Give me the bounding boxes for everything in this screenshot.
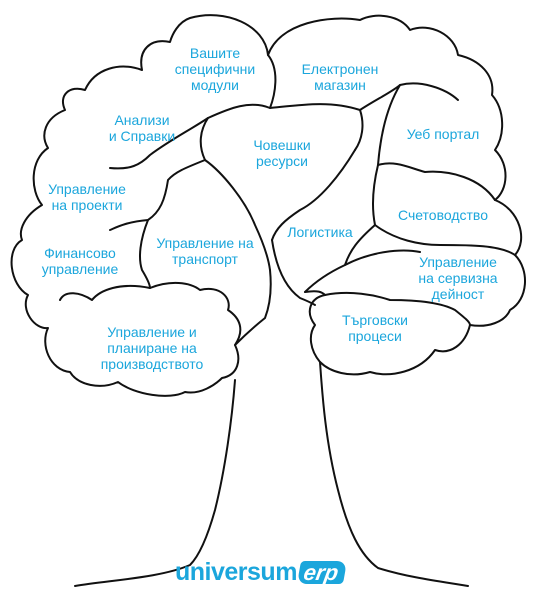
divider bbox=[374, 224, 516, 256]
divider bbox=[109, 117, 209, 170]
trunk-left bbox=[74, 269, 272, 587]
module-eshop: Електронен магазин bbox=[301, 61, 379, 93]
module-trade: Търговски процеси bbox=[342, 312, 408, 344]
divider bbox=[139, 219, 151, 289]
logo-erp-badge: erp bbox=[296, 560, 348, 585]
module-projects: Управление на проекти bbox=[48, 181, 126, 213]
module-hr: Човешки ресурси bbox=[253, 137, 311, 169]
divider bbox=[267, 54, 364, 151]
module-logistics: Логистика bbox=[287, 224, 353, 240]
universum-erp-logo: universum erp bbox=[175, 557, 348, 586]
divider bbox=[204, 159, 271, 271]
module-custom: Вашите специфични модули bbox=[174, 45, 256, 93]
divider bbox=[344, 249, 421, 266]
divider bbox=[372, 84, 401, 226]
divider bbox=[377, 162, 496, 201]
trunk-right bbox=[271, 239, 469, 587]
module-service: Управление на сервизна дейност bbox=[418, 254, 498, 302]
module-accounting: Счетоводство bbox=[397, 207, 488, 223]
module-production: Управление и планиране на производството bbox=[100, 324, 204, 372]
divider bbox=[324, 291, 471, 326]
module-analysis: Анализи и Справки bbox=[108, 112, 176, 144]
divider bbox=[304, 290, 326, 296]
canopy-outline bbox=[10, 14, 527, 397]
divider bbox=[109, 159, 206, 231]
logo-wordmark: universum bbox=[175, 557, 297, 586]
module-transport: Управление на транспорт bbox=[156, 235, 254, 267]
module-finance: Финансово управление bbox=[41, 245, 119, 277]
module-portal: Уеб портал bbox=[406, 126, 480, 142]
divider bbox=[271, 149, 356, 241]
